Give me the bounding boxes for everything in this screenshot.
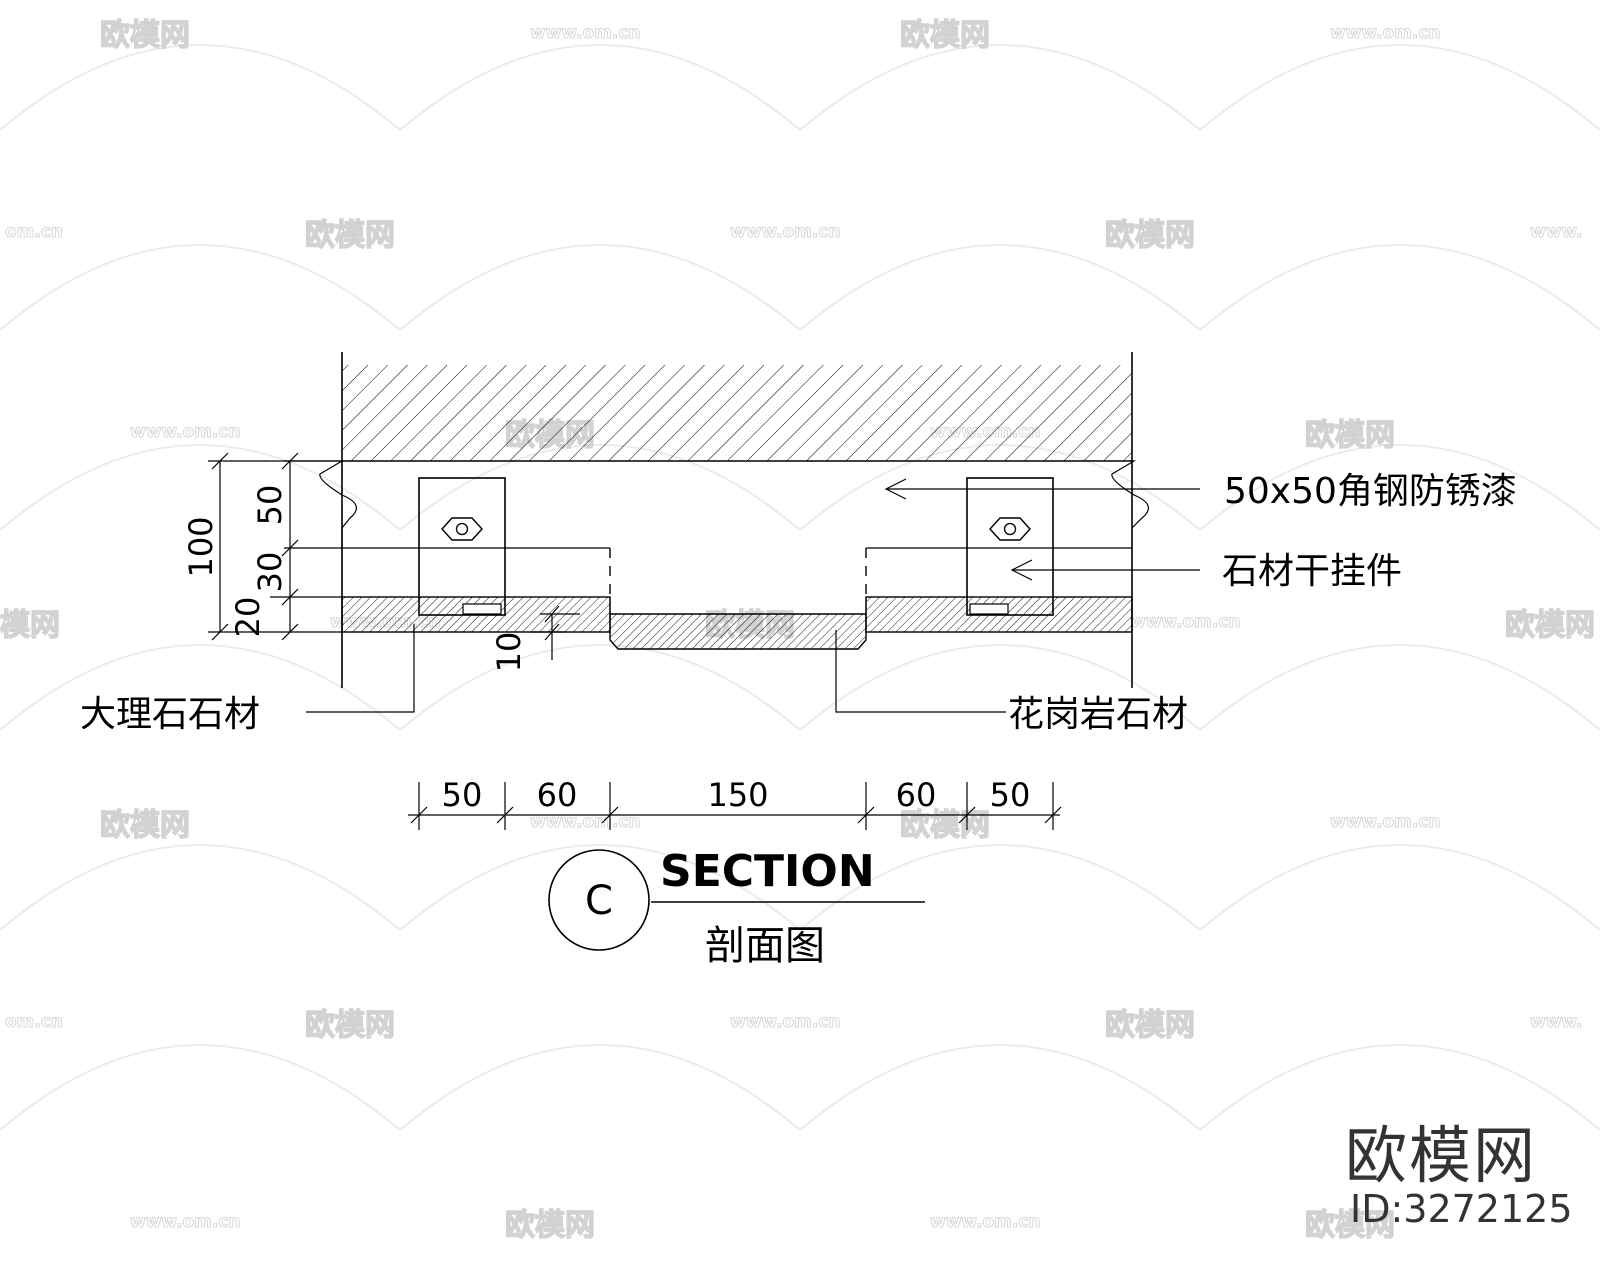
section-title-text: SECTION: [660, 846, 875, 897]
watermark-url: www.om.cn: [730, 1012, 841, 1032]
watermark-url: www.om.cn: [730, 222, 841, 242]
section-marker-circle: [548, 849, 650, 951]
dim-60-left: 60: [537, 776, 578, 814]
label-angle-steel: 50x50角钢防锈漆: [1224, 471, 1517, 512]
watermark-url-partial: om.cn: [5, 1012, 63, 1032]
watermark-url-partial: om.cn: [5, 222, 63, 242]
watermark-logo: 欧模网: [1105, 218, 1195, 253]
watermark-url: www.om.cn: [130, 1212, 241, 1232]
watermark-url: www.om.cn: [130, 422, 241, 442]
horizontal-dimensions: 50 60 150 60 50: [408, 776, 1062, 830]
section-subtitle: 剖面图: [705, 923, 825, 969]
watermark-logo-partial: 模网: [0, 608, 60, 643]
watermark-logo: 欧模网: [1505, 608, 1595, 643]
watermark-url: www.om.cn: [530, 23, 641, 43]
label-hanger: 石材干挂件: [1222, 551, 1402, 592]
watermark-logo: 欧模网: [900, 808, 990, 843]
brand-id: ID:3272125: [1350, 1187, 1573, 1231]
watermark-logo: 欧模网: [1305, 1208, 1395, 1243]
dim-20-vertical: 20: [229, 597, 267, 638]
dim-30-vertical: 30: [251, 552, 289, 593]
watermark-arcs: [0, 44, 1600, 1132]
dim-50-left: 50: [442, 776, 483, 814]
watermark-logo: 欧模网: [505, 1208, 595, 1243]
dim-50-vertical: 50: [251, 485, 289, 526]
brand-name: 欧模网: [1345, 1119, 1538, 1192]
dim-150: 150: [707, 776, 768, 814]
dim-60-right: 60: [896, 776, 937, 814]
watermark-url: www.om.cn: [1330, 23, 1441, 43]
watermark-logo: 欧模网: [305, 1008, 395, 1043]
label-granite: 花岗岩石材: [1008, 694, 1188, 735]
watermark-url: www.om.cn: [1130, 612, 1241, 632]
watermark-logo: 欧模网: [305, 218, 395, 253]
watermark-logo: 欧模网: [1105, 1008, 1195, 1043]
watermark-url-partial: www.: [1530, 222, 1583, 242]
section-title: C SECTION 剖面图: [548, 846, 925, 969]
watermark-logo: 欧模网: [1305, 418, 1395, 453]
right-bracket: [966, 477, 1054, 616]
section-letter: C: [585, 878, 613, 924]
watermark-url: www.om.cn: [530, 812, 641, 832]
watermark-logo: 欧模网: [900, 18, 990, 53]
vertical-dimensions: 100 50 30 20 10: [182, 452, 580, 673]
watermark-logo: 欧模网: [100, 808, 190, 843]
granite-strip: [609, 597, 867, 650]
dim-100: 100: [182, 516, 220, 577]
leader-lines: [306, 478, 1200, 713]
left-bracket: [418, 477, 506, 616]
watermark-url: www.om.cn: [1330, 812, 1441, 832]
dim-10-vertical: 10: [490, 632, 528, 673]
datum-lines: [284, 547, 1132, 600]
dim-50-right: 50: [990, 776, 1031, 814]
watermark-url: www.om.cn: [930, 1212, 1041, 1232]
watermark-logo: 欧模网: [100, 18, 190, 53]
label-marble: 大理石石材: [80, 694, 260, 735]
watermark-url-partial: www.: [1530, 1012, 1583, 1032]
